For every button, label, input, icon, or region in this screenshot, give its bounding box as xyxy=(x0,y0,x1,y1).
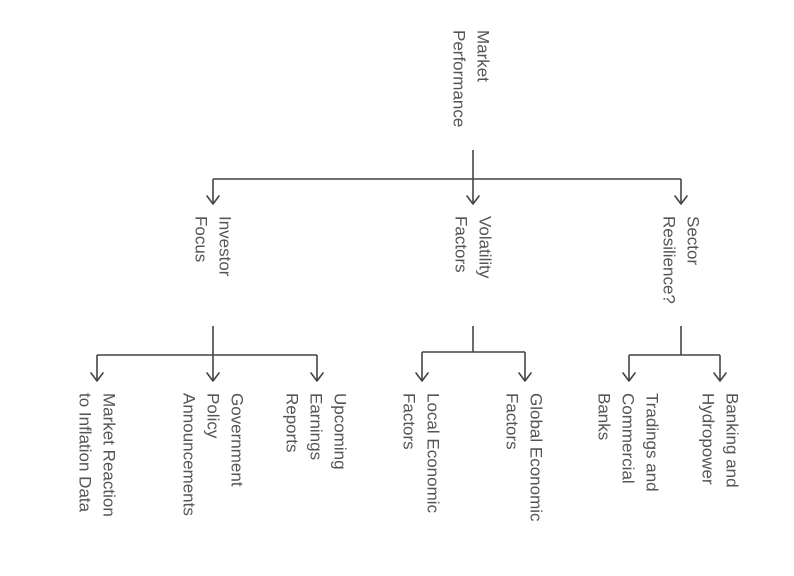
leaf-node-market-reaction: Market Reaction to Inflation Data xyxy=(76,393,119,517)
branch-node-sector-resilience: Sector Resilience? xyxy=(660,216,703,304)
leaf-node-upcoming-earnings-line: Reports xyxy=(283,393,302,453)
arrowhead-down xyxy=(206,195,220,205)
leaf-node-tradings-commercial: Tradings and Commercial Banks xyxy=(595,393,662,492)
arrowhead-down xyxy=(622,372,636,382)
leaf-node-tradings-commercial-line: Tradings and xyxy=(643,393,662,492)
leaf-node-government-policy-line: Policy xyxy=(204,393,223,439)
leaf-node-upcoming-earnings: Upcoming Earnings Reports xyxy=(283,393,350,470)
arrowhead-down xyxy=(415,372,429,382)
leaf-node-global-economic-line: Factors xyxy=(503,393,522,450)
branch-node-volatility-factors-line: Factors xyxy=(452,216,471,273)
branch-node-investor-focus: Investor Focus xyxy=(192,216,235,277)
branch-node-volatility-factors-line: Volatility xyxy=(476,216,495,279)
leaf-node-tradings-commercial-line: Commercial xyxy=(619,393,638,484)
arrowhead-down xyxy=(310,372,324,382)
leaf-node-local-economic: Local Economic Factors xyxy=(400,393,443,514)
root-node: Market Performance xyxy=(450,30,493,127)
branch-node-sector-resilience-line: Sector xyxy=(684,216,703,265)
arrowhead-down xyxy=(90,372,104,382)
leaf-node-government-policy-line: Announcements xyxy=(180,393,199,516)
leaf-node-market-reaction-line: Market Reaction xyxy=(100,393,119,517)
leaf-node-banking-hydropower-line: Banking and xyxy=(723,393,742,488)
arrowhead-down xyxy=(713,372,727,382)
leaf-node-government-policy: Government Policy Announcements xyxy=(180,393,247,516)
leaf-node-government-policy-line: Government xyxy=(228,393,247,487)
leaf-node-banking-hydropower-line: Hydropower xyxy=(699,393,718,485)
root-node-line: Performance xyxy=(450,30,469,127)
leaf-node-local-economic-line: Factors xyxy=(400,393,419,450)
arrowhead-down xyxy=(206,372,220,382)
leaf-node-upcoming-earnings-line: Upcoming xyxy=(331,393,350,470)
leaf-node-upcoming-earnings-line: Earnings xyxy=(307,393,326,460)
connector-lines xyxy=(90,150,727,382)
branch-node-investor-focus-line: Investor xyxy=(216,216,235,277)
arrowhead-down xyxy=(518,372,532,382)
arrowhead-down xyxy=(674,195,688,205)
branch-node-sector-resilience-line: Resilience? xyxy=(660,216,679,304)
leaf-node-tradings-commercial-line: Banks xyxy=(595,393,614,440)
leaf-node-banking-hydropower: Banking and Hydropower xyxy=(699,393,742,488)
leaf-node-global-economic: Global Economic Factors xyxy=(503,393,546,522)
branch-node-volatility-factors: Volatility Factors xyxy=(452,216,495,279)
leaf-node-global-economic-line: Global Economic xyxy=(527,393,546,522)
leaf-node-local-economic-line: Local Economic xyxy=(424,393,443,514)
arrowhead-down xyxy=(466,195,480,205)
root-node-line: Market xyxy=(474,30,493,82)
branch-node-investor-focus-line: Focus xyxy=(192,216,211,262)
leaf-node-market-reaction-line: to Inflation Data xyxy=(76,393,95,513)
